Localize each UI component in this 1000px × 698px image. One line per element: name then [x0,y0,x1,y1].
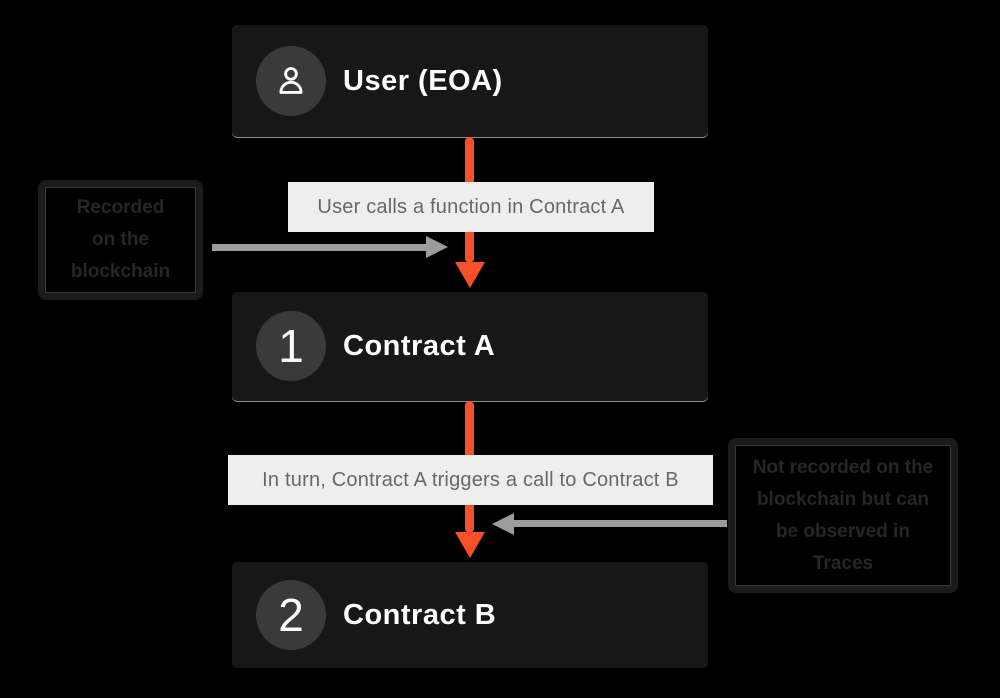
user-avatar-circle [256,46,326,116]
contract-a-number-circle: 1 [256,311,326,381]
note-recorded-on-blockchain: Recorded on the blockchain [38,180,203,300]
note-left-line-3: blockchain [70,261,171,282]
edge-label-user-calls: User calls a function in Contract A [288,182,654,232]
contract-a-number: 1 [278,320,304,372]
node-user-title: User (EOA) [343,64,503,97]
note-right-line-3: be observed in [775,520,911,542]
note-left-pointer-arrowhead-icon [426,236,448,258]
node-user-eoa: User (EOA) [232,25,708,137]
edge-label-contract-a-triggers-text: In turn, Contract A triggers a call to C… [262,468,679,491]
arrow-user-to-contract-a-head [455,262,485,288]
node-contract-a-title: Contract A [343,330,496,362]
arrow-contract-a-to-b-head [455,532,485,558]
node-contract-a: 1 Contract A [232,292,708,401]
node-contract-b: 2 Contract B [232,562,708,668]
note-right-pointer-shaft [514,520,727,527]
note-right-line-1: Not recorded on the [752,456,934,478]
note-left-line-2: on the [92,229,149,250]
note-right-line-2: blockchain but can [756,488,930,510]
note-right-pointer-arrowhead-icon [492,513,514,535]
note-not-recorded-traces: Not recorded on the blockchain but can b… [728,438,958,593]
contract-b-number-circle: 2 [256,580,326,650]
node-contract-b-title: Contract B [343,598,497,631]
edge-label-contract-a-triggers: In turn, Contract A triggers a call to C… [228,455,713,505]
note-left-line-1: Recorded [76,197,165,218]
contract-b-number: 2 [278,589,304,641]
note-right-line-4: Traces [812,552,874,574]
user-icon [279,67,303,94]
edge-label-user-calls-text: User calls a function in Contract A [317,195,625,218]
note-left-pointer-shaft [212,244,426,251]
